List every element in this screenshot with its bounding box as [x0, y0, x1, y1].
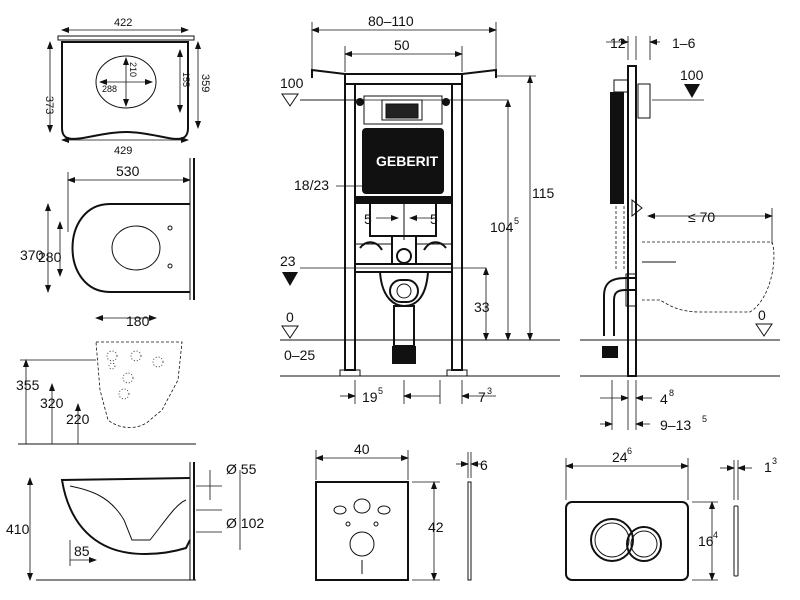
pipe-55-label: Ø 55 [226, 461, 257, 477]
side-level-0-label: 0 [758, 307, 766, 323]
bowl-rim [71, 203, 190, 293]
offset-left-label: 5 [364, 211, 372, 227]
bowl-length-label: 530 [116, 163, 140, 179]
flush-button-large[interactable] [626, 526, 662, 562]
side-top-range-label: 1–6 [672, 35, 696, 51]
seat-opening [95, 55, 157, 109]
side-frame-post [627, 65, 637, 377]
level-100-label: 100 [280, 75, 304, 91]
floor-range-label: 0–25 [284, 347, 315, 363]
bowl-front-outline [95, 341, 183, 428]
bowl-width-label: 370 [20, 247, 44, 263]
bowl-offset-85-label: 85 [74, 543, 90, 559]
side-bowl-outline [642, 241, 775, 313]
seat-hinge-edge [57, 35, 195, 41]
frame-left-post [344, 83, 356, 371]
side-top-12-label: 12 [610, 35, 626, 51]
panel-outline [315, 481, 409, 581]
bowl-side-section: 410 85 Ø 55 Ø 102 [6, 461, 264, 581]
frame-height-104-label: 104 [490, 219, 514, 235]
bolt-span-label: 18/23 [294, 177, 329, 193]
bowl-height-410-label: 410 [6, 521, 30, 537]
bowl-depth-label: ≤ 70 [688, 209, 715, 225]
bottom-offset-right-sup: 3 [487, 386, 492, 396]
seat-bottom-width-label: 429 [114, 145, 132, 157]
drain-height-33-label: 33 [474, 299, 490, 315]
seat-top-view: 422 429 373 359 288 210 155 [43, 17, 211, 157]
bowl-height-320-label: 320 [40, 395, 64, 411]
frame-right-post [451, 83, 463, 371]
bowl-trap [69, 485, 187, 541]
side-offset-label: 4 [660, 391, 668, 407]
seat-inner-radius-label: 155 [181, 72, 191, 87]
flush-button-small[interactable] [590, 518, 634, 562]
panel-height-label: 42 [428, 519, 444, 535]
bowl-bolt-spacing-label: 180 [126, 313, 150, 329]
plate-thickness-sup: 3 [772, 456, 777, 466]
bowl-basin [111, 225, 161, 271]
bowl-top-view: 530 370 280 [20, 158, 195, 300]
bowl-inner-width-label: 280 [38, 249, 62, 265]
frame-width-range-label: 80–110 [368, 13, 414, 29]
plate-width-sup: 6 [627, 446, 632, 456]
pipe-102-label: Ø 102 [226, 515, 264, 531]
seat-inner-width-label: 288 [102, 84, 117, 94]
bottom-offset-right-label: 7 [478, 389, 486, 405]
frame-height-115-label: 115 [532, 185, 555, 201]
frame-front-view: 80–110 50 GEBERIT 100 [280, 13, 560, 405]
frame-width-label: 50 [394, 37, 410, 53]
bottom-offset-left-sup: 5 [378, 386, 383, 396]
offset-right-label: 5 [430, 211, 438, 227]
seat-outline [61, 41, 189, 140]
side-range-label: 9–13 [660, 417, 691, 433]
bowl-height-220-label: 220 [66, 411, 90, 427]
cistern-body [362, 128, 444, 194]
level-23-label: 23 [280, 253, 296, 269]
side-offset-sup: 8 [669, 388, 674, 398]
side-level-100-label: 100 [680, 67, 704, 83]
level-0-label: 0 [286, 309, 294, 325]
side-range-sup: 5 [702, 414, 707, 424]
panel-thickness-label: 6 [480, 457, 488, 473]
frame-height-104-sup: 5 [514, 216, 519, 226]
frame-side-view: 12 1–6 100 ≤ 70 0 4 8 9–13 5 [580, 35, 780, 433]
panel-width-label: 40 [354, 441, 370, 457]
brand-logo-text: GEBERIT [376, 153, 439, 169]
seat-right-height-label: 359 [199, 74, 211, 92]
bowl-height-355-label: 355 [16, 377, 40, 393]
plate-width-label: 24 [612, 449, 628, 465]
bowl-front-view: 180 355 320 220 [16, 313, 196, 445]
seat-left-height-label: 373 [43, 96, 55, 114]
bottom-offset-left-label: 19 [362, 389, 378, 405]
plate-thickness-label: 1 [764, 459, 772, 475]
seat-width-label: 422 [114, 17, 132, 29]
seat-inner-height-label: 210 [128, 62, 138, 77]
flush-plate: 24 6 16 4 1 3 [565, 446, 777, 581]
drain-bend [379, 271, 429, 308]
insulation-panel: 40 42 6 [315, 441, 488, 581]
plate-height-sup: 4 [713, 530, 718, 540]
plate-height-label: 16 [698, 533, 714, 549]
side-cistern [610, 92, 624, 204]
plate-outline [565, 501, 689, 581]
bowl-side-outline [60, 477, 191, 555]
